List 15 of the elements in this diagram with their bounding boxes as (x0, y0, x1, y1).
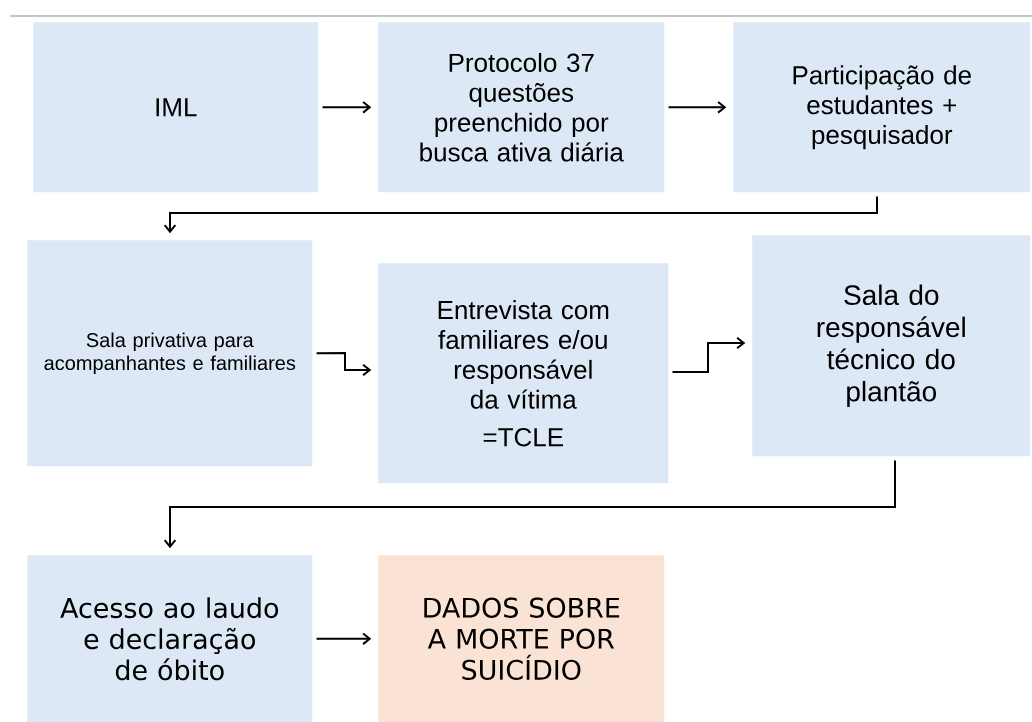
arrow (163, 459, 896, 549)
arrow (667, 100, 727, 114)
process-box: IML (33, 22, 319, 193)
arrow (671, 336, 746, 373)
result-box: DADOS SOBRE A MORTE POR SUICÍDIO (378, 555, 665, 722)
process-box: Sala do responsável técnico do plantão (752, 235, 1031, 457)
process-box: Acesso ao laudo e declaração de óbito (27, 555, 313, 722)
arrow (315, 352, 372, 377)
arrow (163, 195, 878, 234)
process-box: Sala privativa para acompanhantes e familiares (27, 240, 313, 467)
arrow (321, 100, 372, 114)
process-box: Protocolo 37 questões preenchido por busca ativa diária (378, 22, 665, 193)
arrow (315, 632, 372, 646)
process-box: Participação de estudantes + pesquisador (733, 22, 1031, 193)
process-box: Entrevista com familiares e/ou responsável da vítima =TCLE (378, 263, 669, 484)
